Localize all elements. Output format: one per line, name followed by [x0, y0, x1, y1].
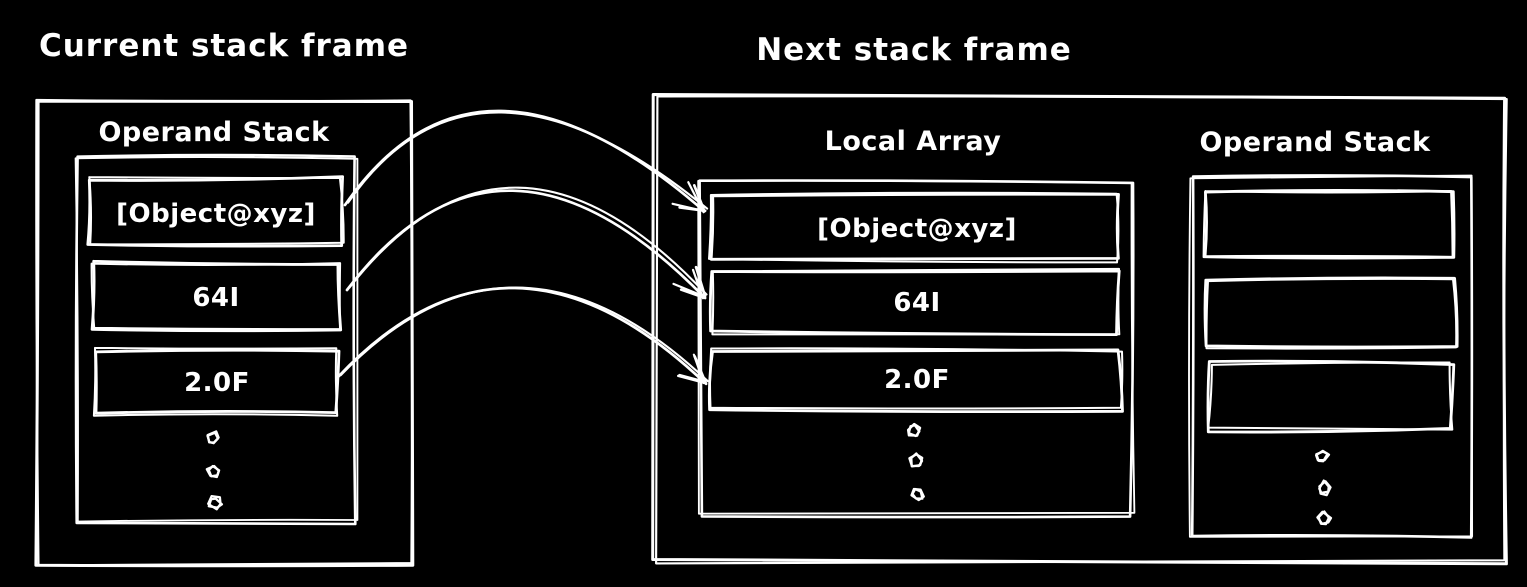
- current-slot-64i: [90, 259, 343, 333]
- transfer-arrow-1-head: [687, 181, 705, 214]
- local-slot-20f: [707, 348, 1124, 414]
- next-operand-stack-label: Operand Stack: [1199, 127, 1431, 158]
- transfer-arrow-2: [348, 186, 708, 296]
- local-slot-64i: [711, 267, 1121, 336]
- sketch-strokes-layer: [34, 93, 1508, 568]
- local-array-ellipsis-dot-icon: [911, 487, 924, 500]
- transfer-arrow-2-head: [672, 282, 704, 297]
- local-slot-20f: [708, 347, 1124, 410]
- current-frame-outline: [34, 99, 415, 568]
- local-array-item-20f: 2.0F: [884, 365, 950, 395]
- next-os-slot-3: [1207, 361, 1454, 431]
- next-frame-outline: [655, 95, 1508, 565]
- current-frame-outline: [35, 98, 414, 567]
- transfer-arrow-1-head: [671, 202, 705, 212]
- current-ellipsis-dot-icon: [206, 431, 220, 445]
- current-slot-object: [86, 175, 344, 248]
- current-slot-object: [88, 176, 345, 246]
- transfer-arrow-3-head: [692, 353, 705, 385]
- labels-layer: Current stack frame Next stack frame Ope…: [39, 28, 1431, 398]
- transfer-arrow-2-head: [679, 288, 707, 300]
- next-operand-stack-outline: [1188, 174, 1474, 538]
- transfer-arrow-3: [336, 286, 707, 385]
- local-array-outline: [697, 179, 1136, 515]
- next-frame-outline: [650, 93, 1508, 566]
- current-stack-item-20f: 2.0F: [184, 368, 250, 398]
- current-ellipsis-dot-icon: [205, 464, 220, 479]
- next-os-ellipsis-dot-icon: [1315, 450, 1329, 463]
- next-os-slot-2: [1205, 277, 1458, 350]
- transfer-arrow-3-head: [677, 374, 707, 385]
- current-slot-20f: [94, 348, 341, 415]
- current-operand-stack-outline: [74, 156, 359, 523]
- transfer-arrow-1: [343, 109, 706, 213]
- local-array-ellipsis-dot-icon: [908, 453, 924, 468]
- next-os-ellipsis-dot-icon: [1318, 479, 1330, 495]
- current-stack-item-64i: 64I: [192, 283, 239, 313]
- current-slot-64i: [90, 262, 342, 331]
- local-slot-object: [707, 191, 1120, 264]
- next-os-ellipsis-dot-icon: [1317, 510, 1331, 526]
- current-slot-20f: [92, 346, 339, 417]
- local-array-item-64i: 64I: [893, 288, 940, 318]
- local-array-label: Local Array: [825, 126, 1002, 157]
- current-stack-item-object: [Object@xyz]: [116, 199, 316, 229]
- transfer-arrow-3: [339, 286, 709, 383]
- next-os-slot-2: [1203, 276, 1459, 349]
- transfer-arrow-2: [345, 189, 706, 299]
- next-os-slot-1: [1203, 188, 1456, 259]
- next-os-slot-1: [1202, 189, 1454, 260]
- transfer-arrow-2-head: [691, 268, 705, 300]
- next-os-slot-3: [1206, 359, 1456, 434]
- transfer-arrow-1: [347, 111, 709, 210]
- current-operand-stack-outline: [74, 153, 357, 526]
- current-ellipsis-dot-icon: [207, 497, 224, 509]
- local-array-item-object: [Object@xyz]: [817, 214, 1017, 244]
- transfer-arrow-2-head: [694, 265, 707, 298]
- local-array-ellipsis-dot-icon: [906, 422, 922, 437]
- current-operand-stack-label: Operand Stack: [98, 117, 330, 148]
- transfer-arrow-1-head: [692, 184, 706, 213]
- next-operand-stack-outline: [1190, 174, 1474, 539]
- current-frame-title: Current stack frame: [39, 28, 409, 64]
- next-frame-title: Next stack frame: [756, 32, 1072, 68]
